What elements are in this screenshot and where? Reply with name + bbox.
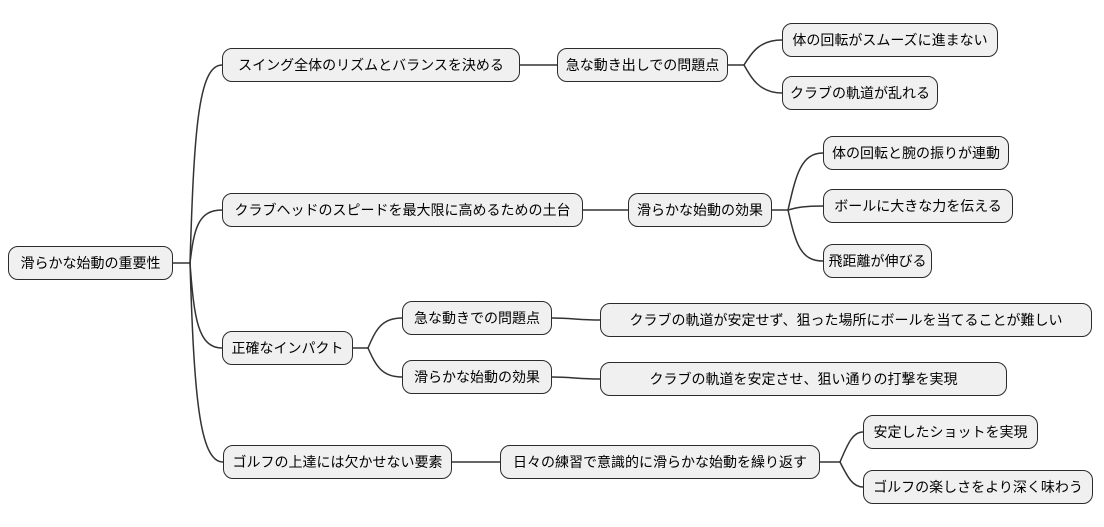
edge-problems-to-unstable xyxy=(551,317,601,321)
edge-effects2-to-stablepath xyxy=(551,376,601,380)
edge-impact-to-problems xyxy=(367,317,403,349)
leaf-big-force-to-ball: ボールに大きな力を伝える xyxy=(823,189,1013,223)
leaf-stable-path-targeted-hit: クラブの軌道を安定させ、狙い通りの打撃を実現 xyxy=(600,362,1007,396)
node-golf-improvement-essential: ゴルフの上達には欠かせない要素 xyxy=(223,445,452,479)
node-accurate-impact: 正確なインパクト xyxy=(222,331,353,365)
node-sudden-start-problems: 急な動き出しでの問題点 xyxy=(557,48,728,82)
edge-root-to-rhythm xyxy=(189,64,223,264)
edge-root-to-improvement xyxy=(189,262,224,463)
edge-effects-to-distance xyxy=(787,209,824,262)
leaf-club-path-disrupted: クラブの軌道が乱れる xyxy=(782,76,938,110)
node-rhythm-balance: スイング全体のリズムとバランスを決める xyxy=(222,48,520,82)
edge-impact-to-effects2 xyxy=(367,347,403,378)
edge-effects-to-force xyxy=(787,205,824,211)
leaf-body-rotation-not-smooth: 体の回転がスムーズに進まない xyxy=(782,23,998,57)
leaf-unstable-path-hard-to-hit: クラブの軌道が安定せず、狙った場所にボールを当てることが難しい xyxy=(600,303,1092,337)
leaf-stable-shots: 安定したショットを実現 xyxy=(863,415,1038,449)
node-clubhead-speed-foundation: クラブヘッドのスピードを最大限に高めるための土台 xyxy=(222,193,583,227)
edge-sudden-start-to-clubpath xyxy=(743,64,783,94)
edge-root-to-clubhead xyxy=(189,209,223,264)
node-sudden-motion-problems: 急な動きでの問題点 xyxy=(402,301,552,335)
edge-practice-to-stableshot xyxy=(839,431,864,463)
node-smooth-start-effects: 滑らかな始動の効果 xyxy=(628,193,772,227)
leaf-distance-increases: 飛距離が伸びる xyxy=(823,244,932,278)
node-smooth-start-effects-2: 滑らかな始動の効果 xyxy=(402,360,552,394)
node-daily-practice-smooth-start: 日々の練習で意識的に滑らかな始動を繰り返す xyxy=(500,445,820,479)
edge-practice-to-enjoy xyxy=(839,461,864,488)
edge-effects-to-sync xyxy=(787,152,824,211)
edge-root-to-impact xyxy=(189,262,223,349)
node-root: 滑らかな始動の重要性 xyxy=(8,246,173,280)
leaf-body-arm-sync: 体の回転と腕の振りが連動 xyxy=(823,136,1009,170)
edge-sudden-start-to-rotation xyxy=(743,39,783,66)
leaf-enjoy-golf-more: ゴルフの楽しさをより深く味わう xyxy=(863,470,1093,504)
